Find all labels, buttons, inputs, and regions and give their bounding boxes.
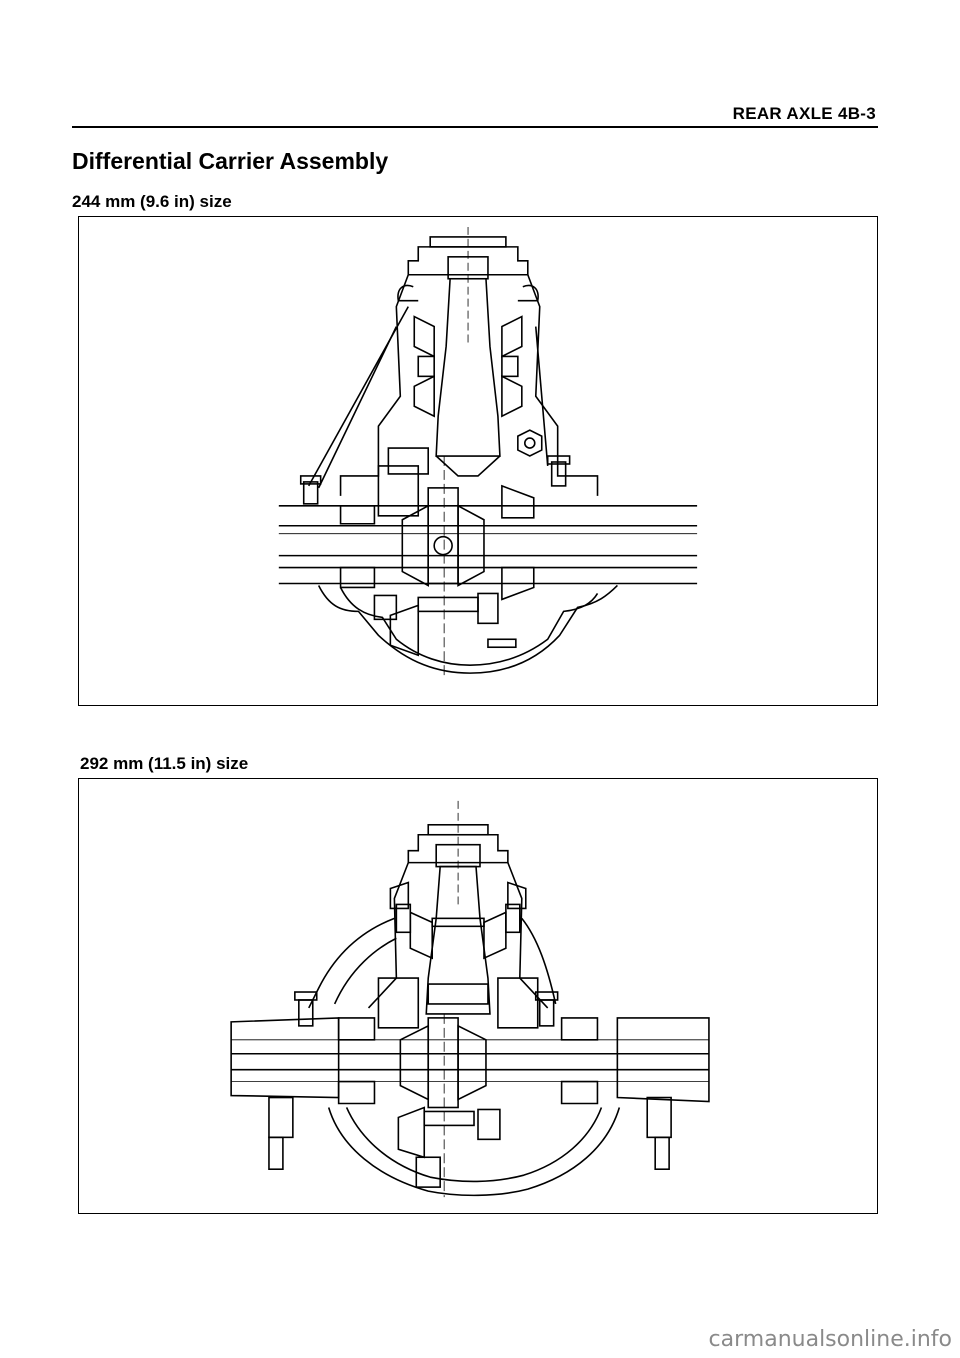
watermark: carmanualsonline.info bbox=[708, 1327, 952, 1352]
section-title: Differential Carrier Assembly bbox=[72, 148, 389, 174]
figure-2-label: 292 mm (11.5 in) size bbox=[80, 754, 249, 773]
header-rule bbox=[72, 126, 878, 128]
differential-carrier-244mm-illustration bbox=[278, 226, 698, 676]
figure-2-frame bbox=[78, 778, 878, 1214]
differential-carrier-292mm-illustration bbox=[230, 800, 710, 1198]
running-header: REAR AXLE 4B-3 bbox=[732, 104, 876, 123]
figure-1-label: 244 mm (9.6 in) size bbox=[72, 192, 232, 211]
figure-1-frame bbox=[78, 216, 878, 706]
